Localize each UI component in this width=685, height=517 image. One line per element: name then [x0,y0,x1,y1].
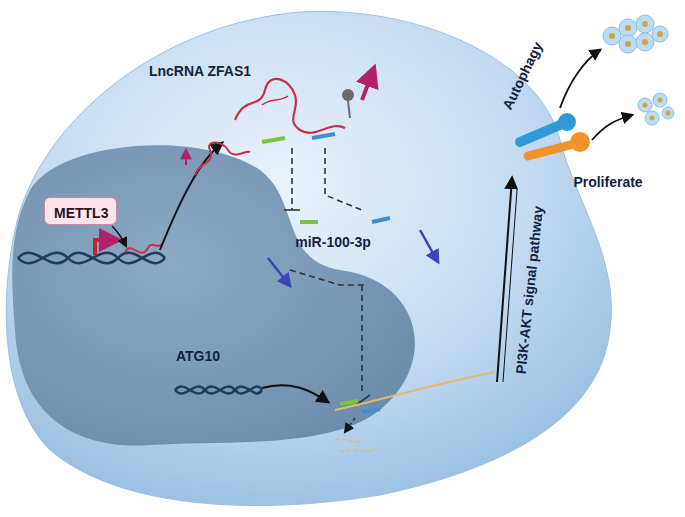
mirna-label: miR-100-3p [295,235,370,250]
gene-label: ATG10 [176,349,220,364]
node-text: METTL3 [54,205,108,221]
process-label: Proliferate [573,175,642,190]
rna-label: LncRNA ZFAS1 [149,64,251,79]
protein-box: METTL3 [44,197,117,225]
